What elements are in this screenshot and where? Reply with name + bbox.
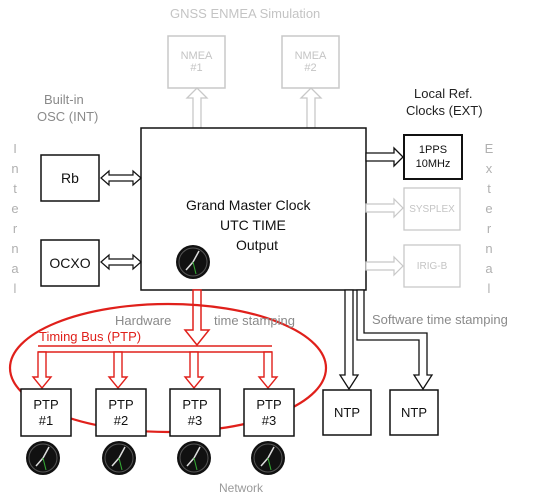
gm-label-line1: Grand Master Clock [186,197,311,213]
nmea-arrow-2 [299,87,323,129]
gm-label-line3: Output [236,237,279,253]
ntp-label-1: NTP [334,405,360,420]
timing-bus-label: Timing Bus (PTP) [39,329,142,344]
diagram-title: GNSS ENMEA Simulation [170,6,321,21]
clock-icon [102,441,136,475]
hardware-label: Hardware [115,313,172,328]
network-label: Network [219,481,264,495]
ocxo-label: OCXO [49,255,91,271]
ptp-label-3: PTP #3 [170,389,220,436]
ptp-label-2-line2: #2 [113,412,129,428]
internal-letter: a [11,261,19,276]
external-letter: t [487,181,491,196]
sysplex-arrow [365,197,404,219]
clock-icon [251,441,285,475]
ptp-label-4-line2: #3 [261,412,277,428]
irig-box [403,244,461,288]
ptp-box-3 [169,388,221,437]
external-letter: n [485,241,493,256]
internal-letter: n [11,241,19,256]
external-letter: l [487,281,491,296]
nmea-arrow-1 [185,87,209,129]
external-letter: E [484,141,494,156]
internal-letter: r [12,221,18,236]
pps-label-line1: 1PPS [418,144,448,156]
hardware-down-arrow [183,289,211,347]
gm-label-line2: UTC TIME [220,217,286,233]
time-stamping-label: time stamping [214,313,295,328]
ocxo-double-arrow [100,253,142,271]
nmea-label-2-line2: #2 [304,62,317,74]
external-vertical-label: E x t e r n a l [482,139,496,299]
nmea-label-1: NMEA #1 [168,36,225,88]
ptp-label-3-line1: PTP [182,396,208,412]
nmea-label-1-line2: #1 [190,62,203,74]
local-ref-line1: Local Ref. [414,86,473,101]
ptp-label-2-line1: PTP [108,396,134,412]
ptp-label-1-line2: #1 [38,412,54,428]
rb-label: Rb [61,170,79,186]
internal-letter: I [13,141,17,156]
clock-icon [177,441,211,475]
ptp-box-4 [243,388,295,437]
ptp-label-3-line2: #3 [187,412,203,428]
ocxo-box [40,239,100,287]
clock-icon [176,245,210,279]
ntp-arrow-1 [338,289,360,391]
clock-icon [26,441,60,475]
ntp-box-2 [389,389,439,436]
internal-letter: t [13,181,17,196]
pps-box [403,134,463,180]
pps-label-line2: 10MHz [415,158,451,170]
pps-arrow [365,146,404,168]
external-letter: a [485,261,493,276]
internal-letter: n [11,161,19,176]
internal-letter: l [13,281,17,296]
rb-double-arrow [100,169,142,187]
builtin-label-line2: OSC (INT) [37,109,99,124]
external-letter: r [486,221,492,236]
rb-box [40,154,100,202]
irig-arrow [365,255,404,277]
irig-label: IRIG-B [416,260,448,272]
timing-bus-ellipse [8,302,328,434]
builtin-label-line1: Built-in [44,92,84,107]
ntp-arrow-2 [356,289,434,391]
local-ref-line2: Clocks (EXT) [406,103,483,118]
ptp-box-1 [20,388,72,437]
external-letter: x [485,161,493,176]
external-letter: e [485,201,493,216]
pps-label: 1PPS 10MHz [404,135,462,179]
nmea-label-2: NMEA #2 [282,36,339,88]
software-label: Software time stamping [372,312,508,327]
nmea-label-1-line1: NMEA [180,50,213,62]
ptp-label-4: PTP #3 [244,389,294,436]
sysplex-label: SYSPLEX [409,203,455,215]
bus-drop-arrows [31,351,279,390]
ptp-label-2: PTP #2 [96,389,146,436]
sysplex-box [403,187,461,231]
ptp-box-2 [95,388,147,437]
ptp-label-1: PTP #1 [21,389,71,436]
internal-letter: e [11,201,19,216]
ntp-label-2: NTP [401,405,427,420]
ptp-label-1-line1: PTP [33,396,59,412]
nmea-label-2-line1: NMEA [294,50,327,62]
ntp-box-1 [322,389,372,436]
timing-bus-line [38,345,272,353]
ptp-label-4-line1: PTP [256,396,282,412]
internal-vertical-label: I n t e r n a l [8,139,22,299]
